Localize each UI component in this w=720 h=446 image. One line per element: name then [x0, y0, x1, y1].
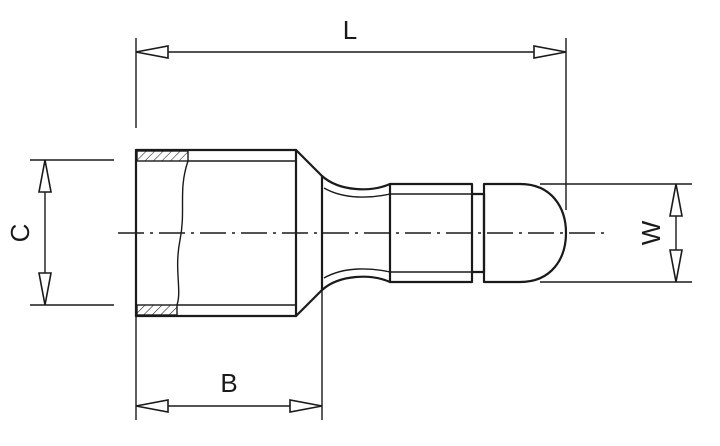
dimension-C-label: C — [5, 224, 35, 243]
dimension-L-label: L — [343, 15, 357, 45]
dimension-B: B — [135, 290, 323, 420]
neck-transition — [320, 174, 392, 292]
bullet-tip — [470, 182, 568, 284]
barrel-break-line — [176, 160, 189, 306]
dimension-W: W — [540, 183, 692, 283]
dimension-L: L — [135, 15, 567, 210]
sleeve — [388, 182, 474, 284]
insulated-barrel — [134, 148, 324, 318]
dimension-C: C — [5, 159, 114, 306]
dimension-B-label: B — [220, 368, 237, 398]
barrel-wall-hatch-bottom — [136, 304, 178, 316]
barrel-wall-hatch-top — [136, 150, 189, 162]
dimension-W-label: W — [636, 220, 666, 245]
